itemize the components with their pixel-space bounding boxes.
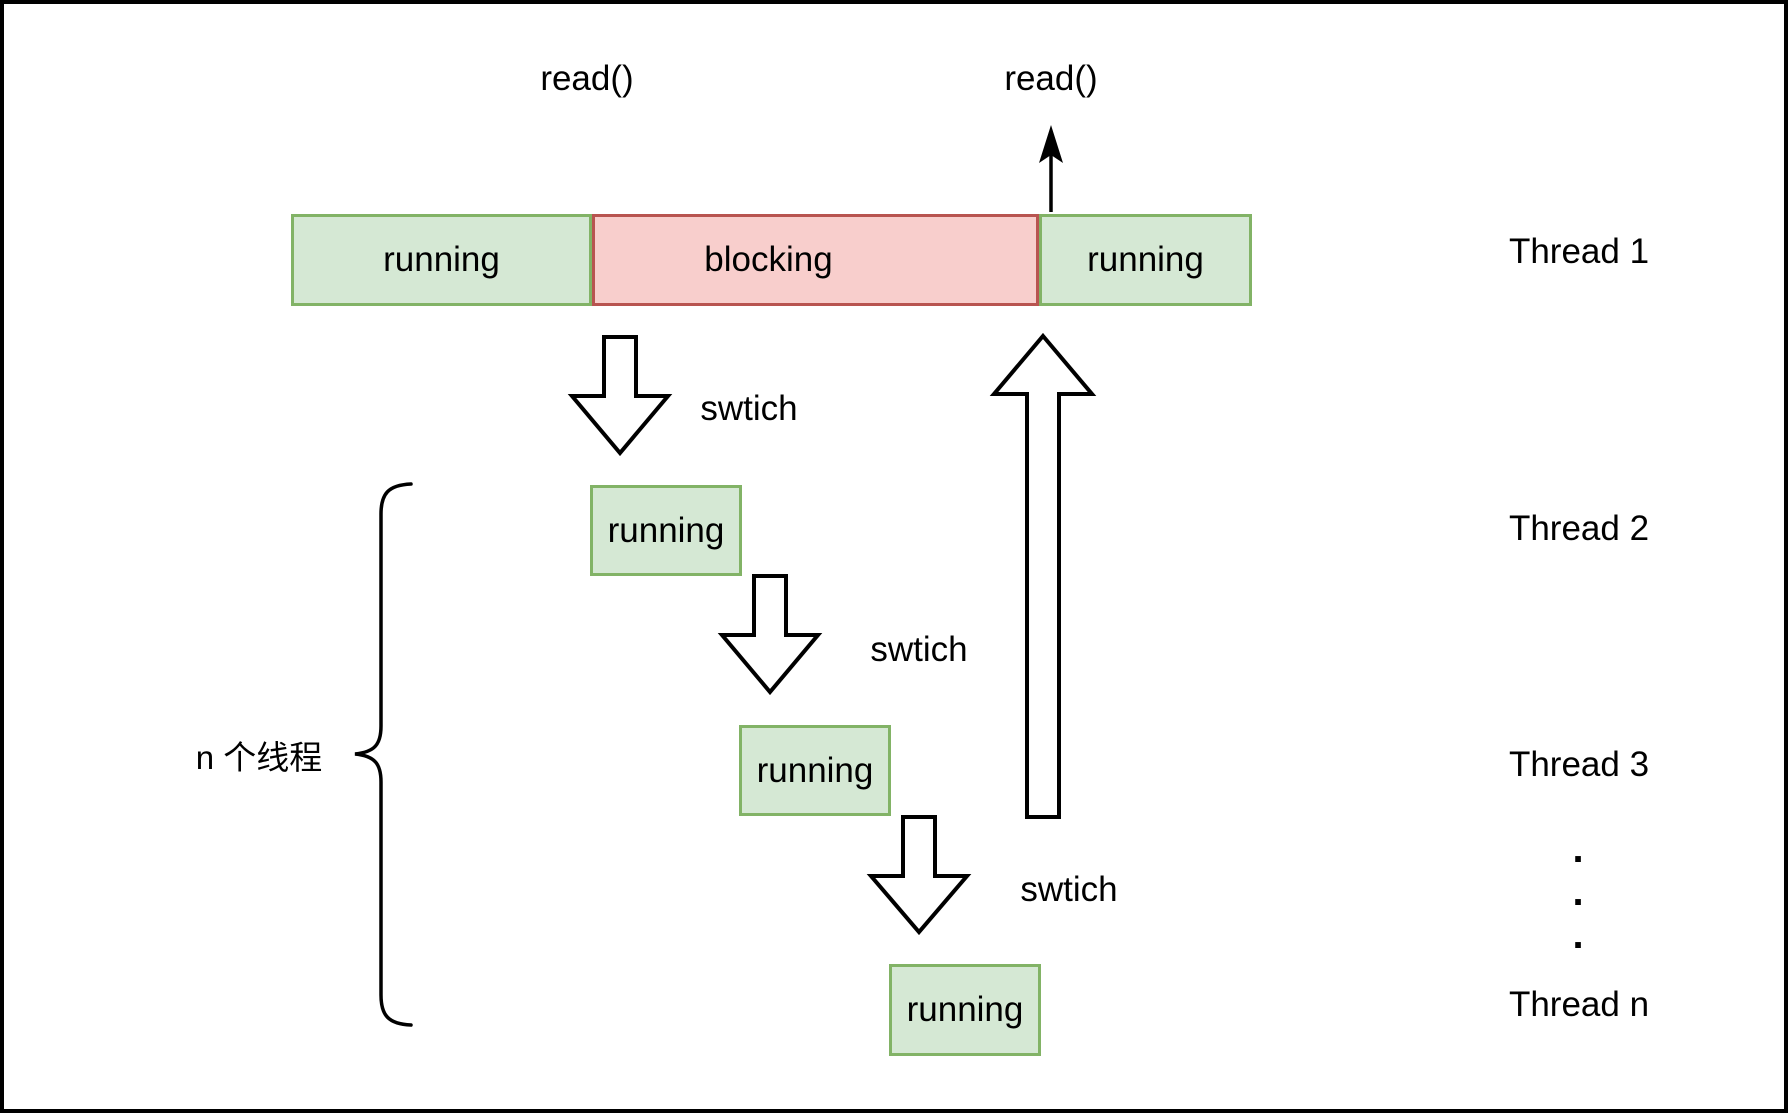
diagram-arrows-layer — [354, 125, 1097, 1027]
switch-down-arrow-2-icon — [717, 574, 823, 696]
read-call-label-1: read() — [540, 59, 634, 98]
running-box-label: running — [756, 750, 874, 790]
threadn-running-box: running — [889, 964, 1041, 1056]
running-box-label: running — [906, 990, 1024, 1029]
switch-label-2: swtich — [870, 630, 968, 669]
thread-1-label: Thread 1 — [1508, 232, 1650, 271]
read-call-label-2: read() — [1004, 59, 1098, 98]
ellipsis-dot: . — [1572, 913, 1584, 957]
read-return-arrow-head-icon — [1039, 125, 1063, 163]
thread-n-label: Thread n — [1508, 985, 1650, 1024]
ellipsis-dot: . — [1572, 827, 1584, 871]
switch-back-up-arrow-icon — [989, 332, 1097, 819]
segment-label: running — [1087, 240, 1204, 279]
switch-label-3: swtich — [1020, 870, 1118, 909]
thread-3-label: Thread 3 — [1508, 745, 1650, 784]
segment-label: blocking — [704, 240, 833, 279]
thread-2-label: Thread 2 — [1508, 509, 1650, 548]
thread1-segment-running-1: running — [291, 214, 592, 306]
thread1-segment-running-2: running — [1039, 214, 1252, 306]
n-threads-label: n 个线程 — [195, 739, 323, 776]
thread2-running-box: running — [590, 485, 742, 576]
thread1-segment-blocking: blocking — [592, 214, 1039, 306]
segment-label: running — [383, 240, 500, 279]
thread3-running-box: running — [739, 725, 891, 816]
vertical-ellipsis: . . . — [1558, 828, 1598, 957]
ellipsis-dot: . — [1572, 870, 1584, 914]
switch-label-1: swtich — [700, 389, 798, 428]
running-box-label: running — [607, 510, 725, 550]
switch-down-arrow-3-icon — [866, 815, 972, 936]
